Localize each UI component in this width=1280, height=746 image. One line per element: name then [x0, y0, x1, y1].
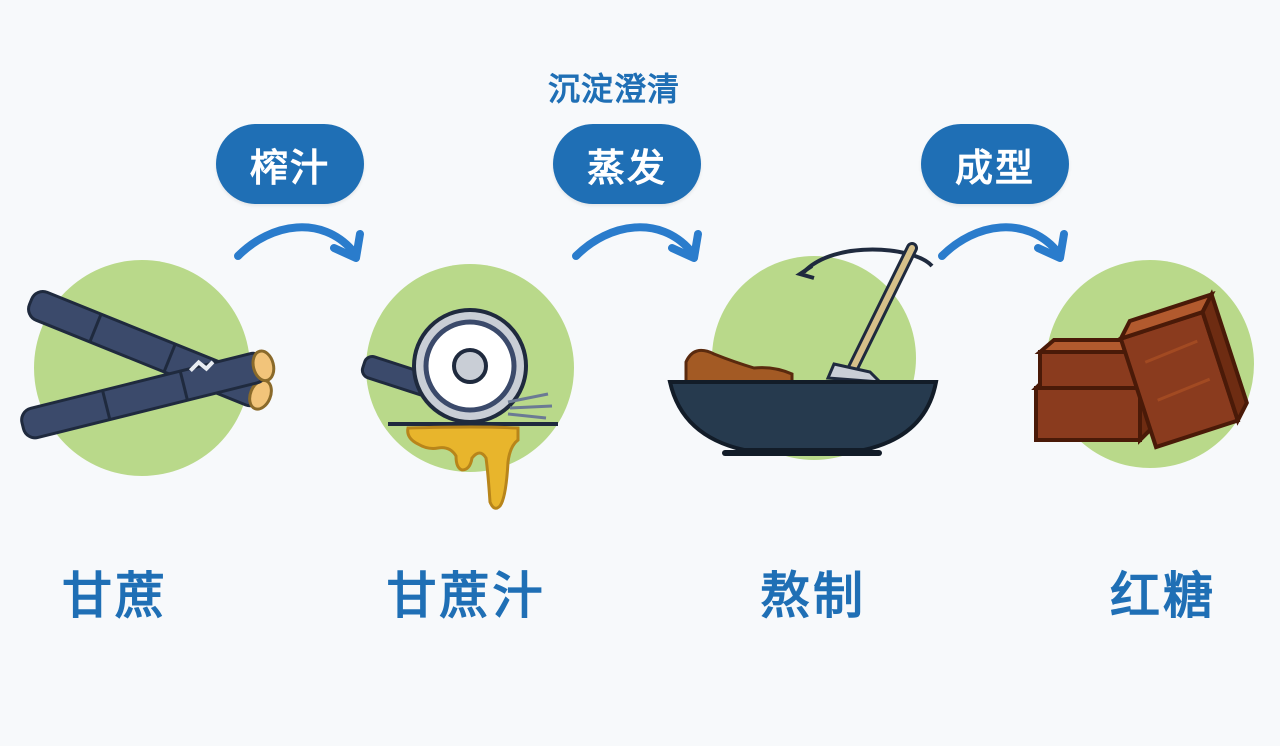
transition-press-pill: 榨汁 [216, 124, 364, 204]
step-label-brown-sugar: 红糖 [1110, 567, 1216, 625]
transition-evaporate-pill: 蒸发 [553, 124, 701, 204]
juice-press-icon [360, 264, 574, 510]
brown-sugar-blocks-icon [1031, 260, 1254, 468]
boiling-wok-icon [667, 242, 939, 460]
sugarcane-icon [20, 260, 276, 476]
step-label-sugarcane: 甘蔗 [62, 567, 168, 625]
transition-mold-pill: 成型 [921, 124, 1069, 204]
step-label-boiling: 熬制 [760, 567, 866, 625]
clarify-note: 沉淀澄清 [548, 70, 681, 108]
arrow-right-icon [572, 223, 702, 262]
arrow-right-icon [938, 223, 1068, 262]
arrow-right-icon [234, 223, 364, 262]
step-label-juice: 甘蔗汁 [386, 567, 546, 625]
